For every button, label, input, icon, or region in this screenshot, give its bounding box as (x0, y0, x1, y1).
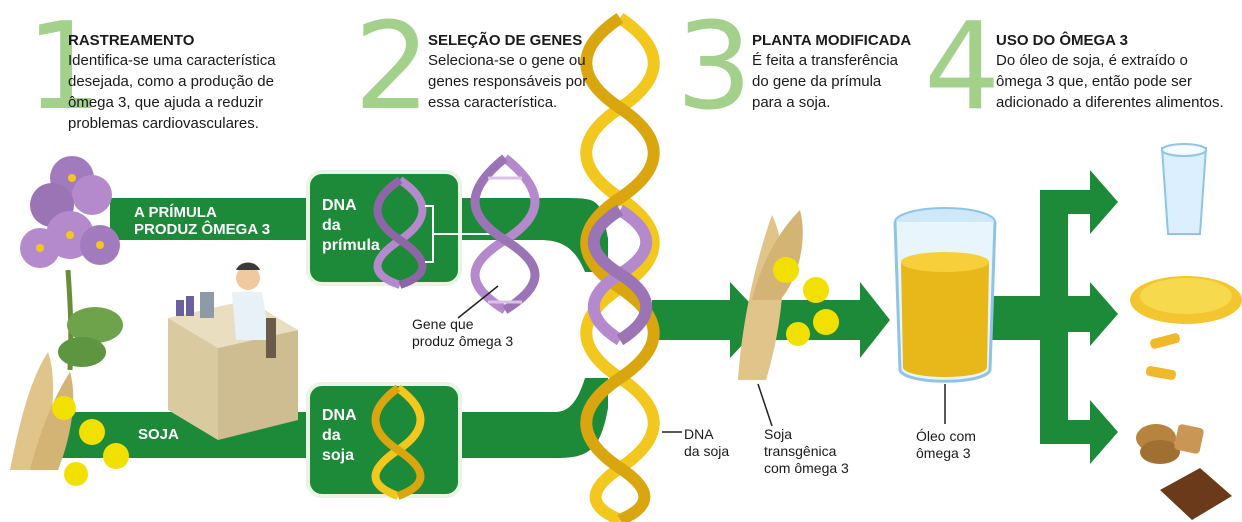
soy-pointer (757, 383, 773, 427)
soja-transgenica-line-3: com ômega 3 (764, 460, 849, 476)
fork-arrow (990, 170, 1118, 464)
step-1-line-2: desejada, como a produção de (68, 73, 274, 90)
step-1-line-3: ômega 3, que ajuda a reduzir (68, 94, 264, 111)
step-4-line-1: Do óleo de soja, é extraído o (996, 52, 1188, 69)
primula-flowers (20, 156, 123, 371)
oil-beaker (893, 207, 997, 383)
soja-transgenica-line-1: Soja (764, 426, 793, 442)
soja-helix-small (371, 384, 425, 500)
gene-label-line-1: Gene que (412, 316, 474, 332)
step-4-text: USO DO ÔMEGA 3 Do óleo de soja, é extraí… (996, 32, 1224, 113)
step-4-title: USO DO ÔMEGA 3 (996, 32, 1128, 49)
dna-soja-label-line-2: da (322, 427, 341, 444)
step-1-title: RASTREAMENTO (68, 32, 195, 49)
step-1-text: RASTREAMENTO Identifica-se uma caracterí… (68, 32, 276, 134)
step-number-2: 2 (354, 0, 431, 137)
step-3-line-2: do gene da prímula (752, 73, 882, 90)
oleo-label-line-2: ômega 3 (916, 445, 971, 461)
step-4-line-2: ômega 3 que, então pode ser (996, 73, 1192, 90)
dna-soja-callout-line-1: DNA (684, 426, 714, 442)
step-3-line-1: É feita a transferência (752, 52, 898, 69)
dna-soja-label-line-1: DNA (322, 407, 357, 424)
dna-soja-label: DNA da soja (322, 406, 357, 466)
primula-arrow-label-line-2: PRODUZ ÔMEGA 3 (134, 221, 271, 238)
step-2-line-1: Seleciona-se o gene ou (428, 52, 586, 69)
oleo-label: Óleo com ômega 3 (916, 428, 976, 462)
primula-arrow-label: A PRÍMULA PRODUZ ÔMEGA 3 (134, 204, 270, 238)
step-3-text: PLANTA MODIFICADA É feita a transferênci… (752, 32, 911, 113)
step-3-line-3: para a soja. (752, 94, 831, 111)
milk-glass (1160, 143, 1208, 235)
dna-primula-label-line-1: DNA (322, 197, 357, 214)
step-3-title: PLANTA MODIFICADA (752, 32, 912, 49)
soy-pod-left (10, 352, 129, 486)
dna-primula-label-line-3: prímula (322, 237, 380, 254)
primula-arrow-label-line-1: A PRÍMULA (134, 204, 217, 221)
step-number-4: 4 (924, 0, 1001, 137)
soy-dna-strand (580, 13, 660, 522)
cookies-and-chocolate (1136, 424, 1232, 520)
selected-gene-helix (470, 154, 540, 314)
dna-soja-label-line-3: soja (322, 447, 355, 464)
dna-soja-callout-line-2: da soja (684, 443, 730, 459)
step-2-line-3: essa característica. (428, 94, 558, 111)
transgenic-soy (738, 210, 839, 380)
gene-label-line-2: produz ômega 3 (412, 333, 514, 349)
dna-soja-callout: DNA da soja (684, 426, 729, 460)
soja-transgenica-line-2: transgênica (764, 443, 837, 459)
scientist-at-bench (168, 262, 298, 440)
gene-pointer-line (457, 285, 499, 319)
step-2-title: SELEÇÃO DE GENES (428, 32, 583, 49)
step-1-line-1: Identifica-se uma característica (68, 52, 276, 69)
step-number-3: 3 (676, 0, 753, 137)
middle-arrow-to-soy (652, 282, 766, 358)
pasta (1130, 276, 1242, 380)
gene-label: Gene que produz ômega 3 (412, 316, 513, 350)
gene-bracket (425, 205, 490, 263)
dna-primula-label-line-2: da (322, 217, 341, 234)
oleo-label-line-1: Óleo com (916, 428, 976, 444)
soja-arrow-label: SOJA (138, 426, 179, 443)
step-2-text: SELEÇÃO DE GENES Seleciona-se o gene ou … (428, 32, 587, 113)
primula-helix-small (373, 176, 427, 289)
step-2-line-2: genes responsáveis por (428, 73, 588, 90)
step-4-line-3: adicionado a diferentes alimentos. (996, 94, 1224, 111)
soja-transgenica-label: Soja transgênica com ômega 3 (764, 426, 849, 477)
step-1-line-4: problemas cardiovasculares. (68, 115, 259, 132)
dna-primula-label: DNA da prímula (322, 196, 380, 256)
step-number-1: 1 (26, 0, 103, 137)
